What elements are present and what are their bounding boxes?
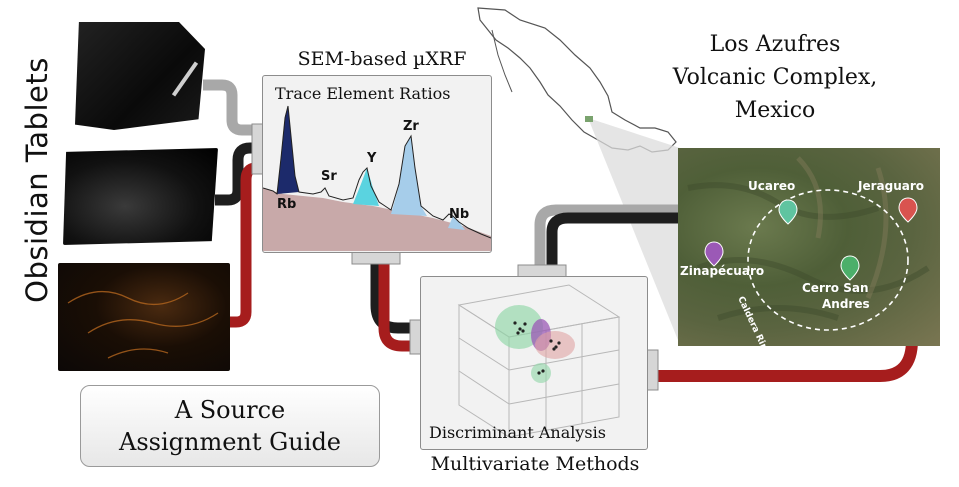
- site-cerro-san: Cerro San: [802, 281, 869, 295]
- peak-y: Y: [366, 151, 377, 166]
- sem-spectrum-panel: Trace Element Ratios Rb Sr Y Zr Nb: [262, 75, 492, 253]
- site-zinapecuaro: Zinapécuaro: [680, 264, 764, 278]
- map-title-line-2: Volcanic Complex,: [672, 65, 878, 90]
- xrf-spectrum: Rb Sr Y Zr Nb: [263, 105, 491, 251]
- jeraguaro-marker: [898, 197, 918, 223]
- obsidian-tablets-title: Obsidian Tablets: [20, 5, 54, 355]
- peak-rb: Rb: [277, 197, 296, 212]
- sem-subtitle: Trace Element Ratios: [275, 84, 451, 103]
- map-title-line-1: Los Azufres: [709, 32, 841, 57]
- obsidian-tablet-3: [58, 263, 230, 371]
- zinapecuaro-marker: [704, 241, 724, 267]
- caldera-rim: [747, 189, 909, 331]
- source-assignment-guide-box: A Source Assignment Guide: [80, 385, 380, 467]
- guide-line-1: A Source: [174, 396, 286, 424]
- peak-zr: Zr: [403, 119, 419, 134]
- ucareo-marker: [778, 199, 798, 225]
- mexico-outline: [477, 7, 677, 153]
- obsidian-tablet-1: [75, 22, 205, 130]
- sem-title: SEM-based µXRF: [297, 48, 467, 70]
- peak-nb: Nb: [449, 207, 469, 222]
- discriminant-analysis-label: Discriminant Analysis: [429, 423, 606, 442]
- cerro-san-andres-marker: [840, 255, 860, 281]
- map-title: Los Azufres Volcanic Complex, Mexico: [655, 28, 895, 127]
- zoom-wedge: [588, 118, 680, 345]
- map-title-line-3: Mexico: [734, 98, 816, 123]
- peak-sr: Sr: [321, 169, 337, 184]
- site-ucareo: Ucareo: [748, 179, 795, 193]
- vertical-title-text: Obsidian Tablets: [20, 57, 54, 303]
- caldera-rim-label: Caldera Rim: [735, 295, 770, 346]
- discriminant-analysis-panel: Discriminant Analysis: [420, 276, 648, 450]
- site-jeraguaro: Jeraguaro: [857, 179, 924, 193]
- 3d-scatter-plot: [457, 284, 621, 438]
- guide-line-2: Assignment Guide: [118, 428, 342, 456]
- site-andres: Andres: [822, 297, 870, 311]
- multivariate-methods-title: Multivariate Methods: [430, 453, 640, 475]
- obsidian-tablet-2: [63, 148, 218, 245]
- satellite-map: Ucareo Jeraguaro Zinapécuaro Cerro San A…: [678, 148, 940, 346]
